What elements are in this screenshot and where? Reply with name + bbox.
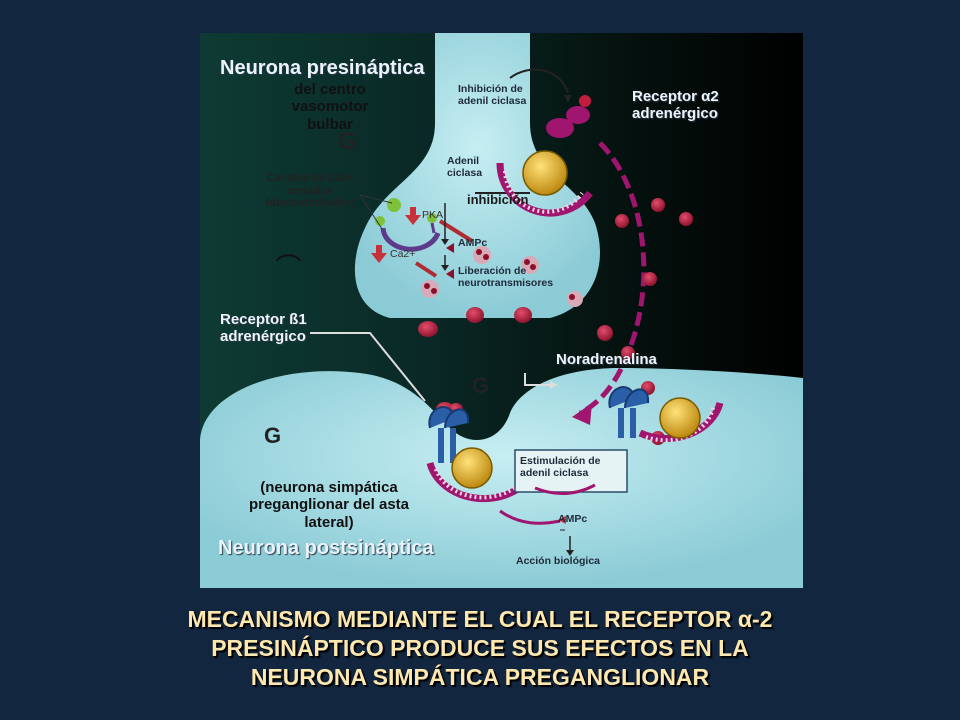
release-line-1: Liberación de [458, 265, 527, 277]
presynaptic-note-line-2: vasomotor [291, 98, 369, 116]
receptor-b1-line-2: adrenérgico [220, 328, 306, 346]
pka-down-arrow [405, 207, 421, 225]
postsynaptic-g-protein-left [426, 447, 533, 503]
presynaptic-note-line-1: del centro [294, 81, 366, 98]
inhibition-box-line-2: adenil ciclasa [458, 95, 527, 108]
b1-pointer [310, 332, 426, 402]
synapse-illustration [200, 33, 803, 588]
camp-pre-label: AMPc [458, 237, 488, 249]
postsynaptic-g-protein-right [638, 397, 724, 443]
postsynaptic-receptor-b1-right [608, 386, 650, 438]
presynaptic-note-line-3: bulbar [307, 115, 353, 133]
noradrenaline-pointer [524, 373, 550, 386]
caption-line-1: MECANISMO MEDIANTE EL CUAL EL RECEPTOR α… [187, 606, 773, 632]
stimulation-line-1: Estimulación de [520, 455, 601, 467]
channels-note-line-1: Canales de Ca2+ [266, 172, 354, 184]
calcium-channel [375, 198, 441, 252]
ca-down-arrow [371, 245, 387, 263]
biological-action-label: Acción biológica [516, 555, 601, 567]
synapse-diagram: Neurona presináptica del centro vasomoto… [200, 33, 803, 588]
postsynaptic-note-line-3: lateral) [304, 513, 354, 531]
inhibition-label: inhibición [467, 192, 529, 207]
receptor-a2-line-2: adrenérgico [632, 105, 718, 123]
caption-line-3: NEURONA SIMPÁTICA PREGANGLIONAR [250, 664, 710, 690]
postsynaptic-receptor-b1-left [428, 406, 470, 463]
postsynaptic-title: Neurona postsináptica [218, 537, 434, 559]
g-protein-post-right-label: G [472, 373, 490, 398]
receptor-b1-line-1: Receptor ß1 [220, 311, 307, 328]
presynaptic-g-protein [496, 150, 593, 217]
adenyl-cyclase-line-2: ciclasa [447, 167, 483, 180]
g-protein-post-left-label: G [264, 423, 282, 448]
caption-line-2: PRESINÁPTICO PRODUCE SUS EFECTOS EN LA [211, 635, 749, 661]
feedback-arrow [578, 141, 647, 416]
postsynaptic-note-line-2: preganglionar del asta [248, 496, 410, 514]
g-protein-pre-label: G [338, 128, 357, 155]
channels-note-line-3: (desfosforilados) [265, 197, 355, 210]
postsynaptic-note-line-1: (neurona simpática [260, 479, 398, 496]
presynaptic-title: Neurona presináptica [220, 57, 425, 79]
ca-label: Ca2+ [390, 248, 416, 260]
noradrenaline-label: Noradrenalina [556, 351, 657, 368]
release-line-2: neurotransmisores [458, 277, 554, 290]
channels-note-line-2: cerrados [286, 184, 334, 197]
inhibition-loop-arrow [509, 68, 569, 94]
stimulation-line-2: adenil ciclasa [520, 467, 589, 480]
vesicles [421, 246, 583, 307]
ca-to-release-arrow [414, 261, 438, 278]
presynaptic-receptor-a2 [546, 95, 591, 138]
receptor-a2-line-1: Receptor α2 [632, 88, 719, 105]
caption: MECANISMO MEDIANTE EL CUAL EL RECEPTOR α… [80, 605, 880, 692]
postsynaptic-neuron [200, 368, 803, 588]
feedback-arrowhead [572, 403, 592, 425]
adenyl-cyclase-line-1: Adenil [447, 155, 480, 167]
pka-label: PKA [422, 209, 444, 221]
inhibition-box-line-1: Inhibición de [458, 83, 523, 95]
camp-post-label: AMPc [558, 513, 588, 525]
